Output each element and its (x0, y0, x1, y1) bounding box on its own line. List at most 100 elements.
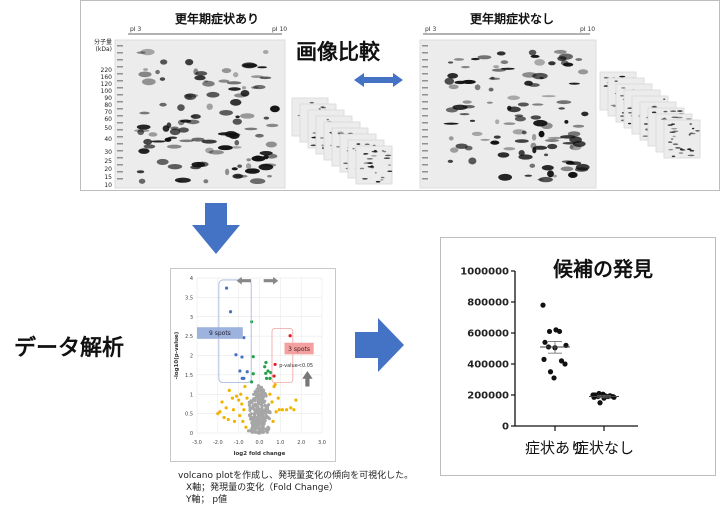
marker-band (422, 52, 428, 54)
gel-spot (371, 150, 378, 153)
mw-marker: 120 (100, 81, 112, 88)
gel-spot (143, 138, 153, 145)
marker-band (422, 178, 428, 180)
right-gel-image (419, 39, 597, 189)
caption-line-3: Y軸； p値 (186, 495, 228, 505)
gel-spot (137, 129, 145, 136)
volcano-point-gray (259, 411, 264, 415)
gel-spot (663, 98, 666, 100)
volcano-point-gray (252, 412, 257, 416)
data-point (562, 361, 568, 367)
gel-spot (663, 117, 666, 120)
gel-spot (138, 178, 146, 184)
gel-spot (190, 114, 201, 119)
gel-spot (503, 122, 516, 125)
data-point (591, 394, 597, 400)
volcano-point-down-significant (228, 310, 233, 314)
gel-spot (488, 77, 501, 80)
x-category-label: 症状なし (574, 439, 634, 457)
volcano-point-gray (266, 407, 270, 411)
right-arrow-icon (263, 276, 279, 285)
gel-spot (668, 141, 673, 143)
gel-spot (675, 147, 681, 149)
gel-spot (230, 98, 242, 106)
gel-spot (242, 63, 258, 68)
gel-spot (533, 119, 548, 127)
threshold-label: p-value<0.05 (279, 363, 313, 369)
marker-band (422, 45, 428, 47)
gel-spot (530, 115, 542, 120)
gel-spot (136, 170, 145, 174)
gel-spot (471, 131, 483, 136)
volcano-point-gray (250, 421, 254, 425)
gel-spot (531, 133, 537, 141)
gel-spot (689, 149, 695, 152)
gel-spot (244, 127, 258, 131)
gel-spot (547, 136, 564, 140)
gel-spot (260, 163, 277, 167)
gel-spot (530, 54, 540, 58)
gel-spot (671, 155, 676, 158)
gel-spot (462, 100, 472, 104)
up-spots-label: 3 spots (288, 346, 310, 353)
gel-spot (155, 69, 160, 75)
gel-spot (507, 106, 521, 113)
gel-spot (671, 127, 678, 130)
volcano-point-large-change-nonsignificant (277, 408, 281, 412)
gel-spot (383, 157, 391, 159)
gel-spot (136, 124, 151, 130)
volcano-point-gray (256, 417, 260, 421)
up-spots-badge (284, 342, 314, 355)
gel-spot (532, 72, 548, 80)
gel-spot (235, 115, 240, 118)
volcano-point-large-change-nonsignificant (231, 408, 236, 412)
mw-marker: 80 (104, 102, 112, 109)
x-tick-label: 1.0 (276, 440, 284, 446)
gel-spot (500, 60, 509, 65)
gel-spot (230, 146, 242, 149)
gel-spot (581, 111, 589, 117)
data-point (551, 375, 557, 381)
gel-spot (548, 61, 556, 66)
y-tick-label: 1.5 (185, 373, 193, 379)
gel-spot (614, 80, 618, 82)
gel-spot (385, 154, 392, 157)
gel-spot (688, 134, 691, 136)
gel-spot (558, 107, 565, 110)
gel-spot (541, 165, 554, 171)
gel-spot (320, 106, 325, 108)
gel-spot (234, 140, 240, 146)
marker-band (117, 80, 123, 82)
image-comparison-panel (80, 0, 720, 191)
volcano-point-gray (266, 425, 270, 429)
gel-spot (269, 105, 280, 113)
gel-spot (249, 178, 266, 185)
y-axis-label: -log10(p-value) (174, 331, 180, 379)
volcano-point-gray (257, 423, 261, 427)
gel-spot (474, 84, 481, 91)
volcano-point-gray (259, 430, 263, 434)
mw-header: 分子量 (93, 39, 112, 46)
volcano-point-significant-small-change (268, 376, 272, 380)
mw-marker: 50 (104, 125, 112, 132)
marker-band (422, 73, 428, 75)
gel-spot (496, 51, 506, 56)
volcano-point-large-change-nonsignificant (245, 396, 249, 400)
marker-band (117, 157, 123, 159)
y-tick-label: 2 (190, 354, 193, 360)
volcano-point-gray (263, 403, 267, 408)
down-spots-label: 9 spots (209, 330, 231, 337)
gel-spot (480, 138, 490, 141)
gel-spot (689, 123, 693, 125)
marker-band (422, 94, 428, 96)
volcano-point-significant-small-change (263, 365, 267, 369)
gel-spot (477, 55, 492, 60)
gel-spot (138, 148, 150, 154)
gel-spot (455, 143, 468, 149)
volcano-point-gray (255, 407, 259, 412)
gel-spot (190, 115, 196, 118)
data-point (541, 356, 547, 362)
gel-spot (202, 80, 215, 87)
gel-spot (178, 127, 189, 133)
